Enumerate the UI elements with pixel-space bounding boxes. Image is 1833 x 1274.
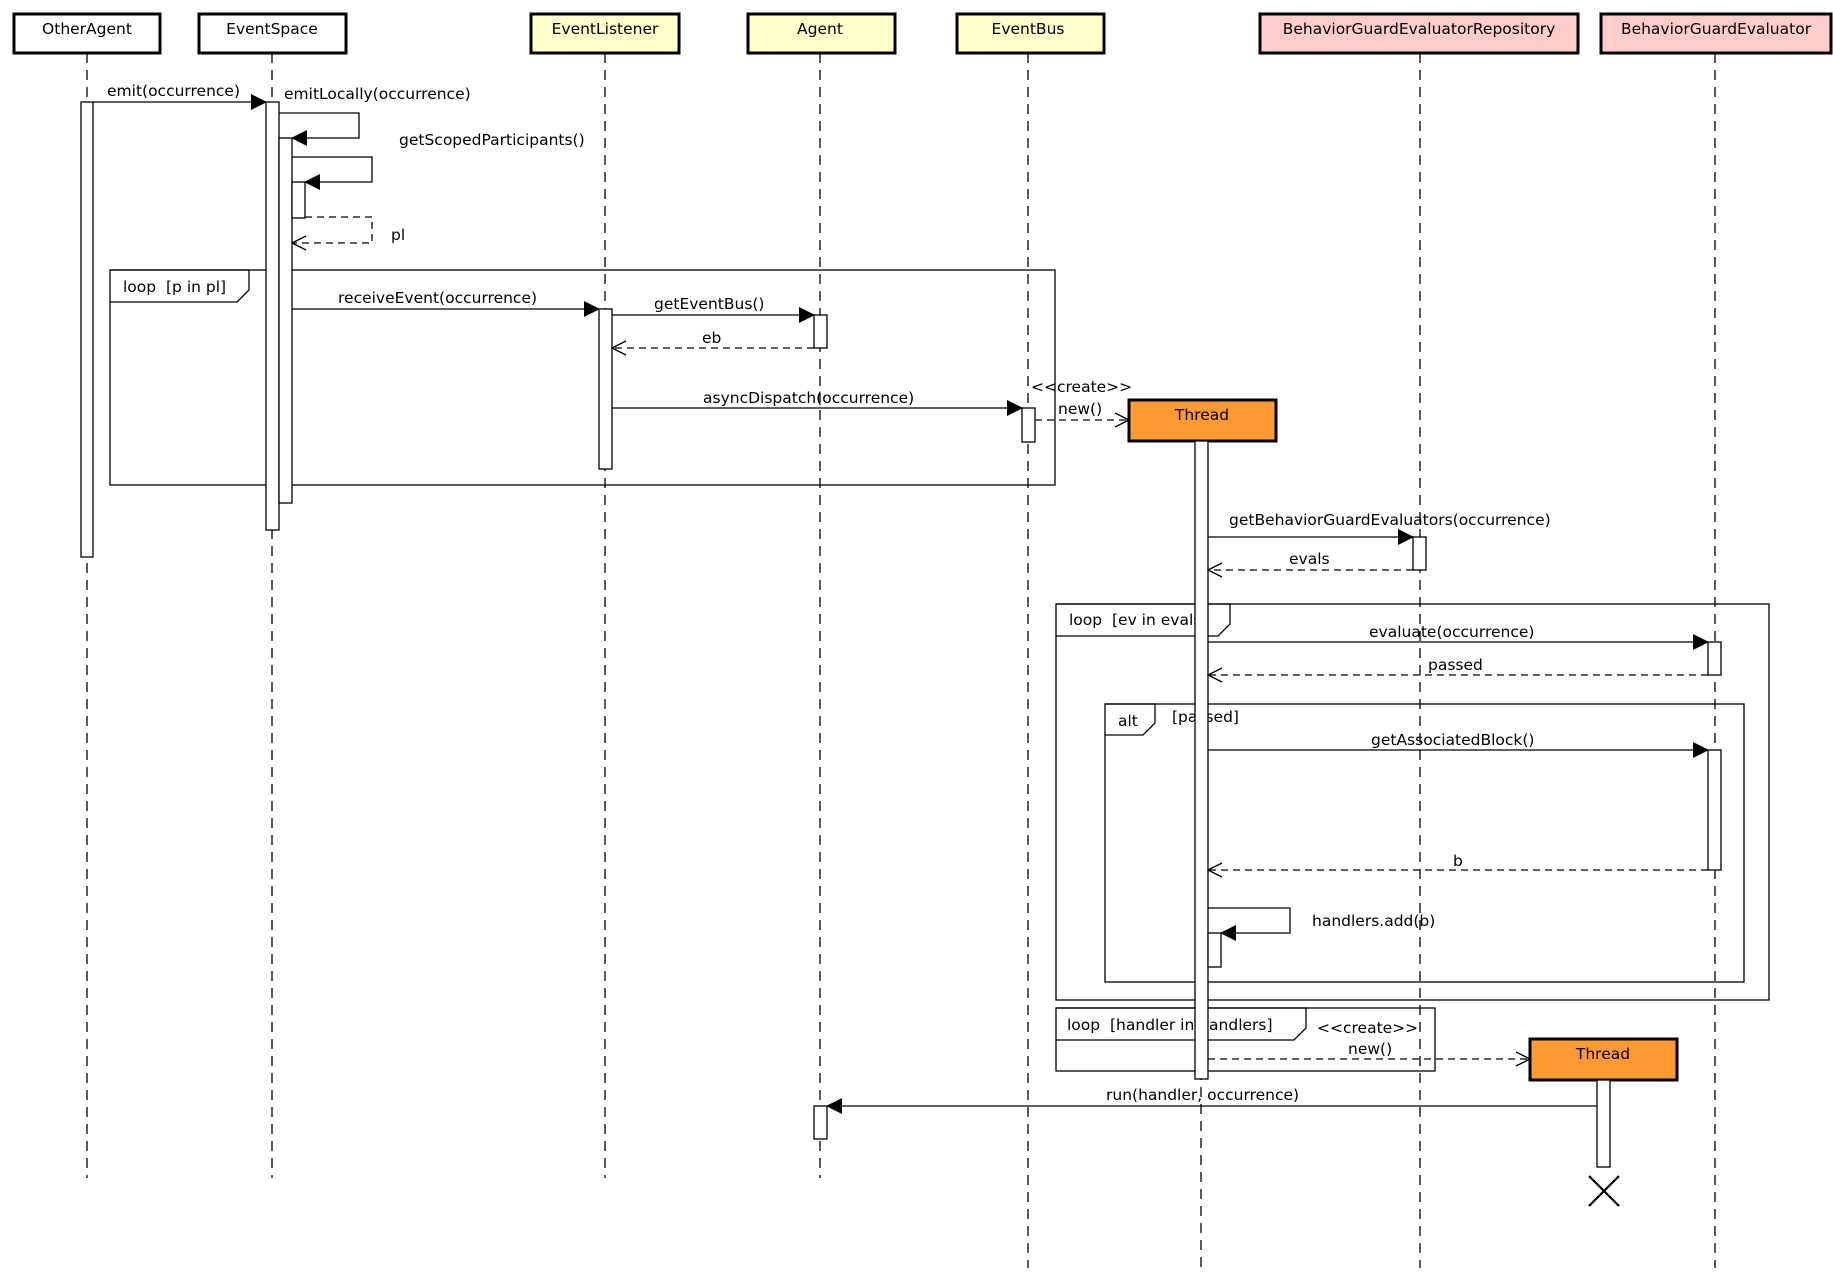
fragment-tab-loop-handler — [1056, 1007, 1307, 1041]
fragment-guard-loop-ev: [ev in evals] — [1112, 611, 1207, 629]
fragment-tab-loop-p-in-pl — [110, 269, 250, 303]
label-create-2: <<create>> — [1317, 1019, 1418, 1037]
label-evaluate: evaluate(occurrence) — [1369, 623, 1534, 641]
participant-box-agent — [746, 12, 897, 55]
participant-label-thread-1: Thread — [1174, 406, 1229, 424]
participant-box-event-listener — [529, 12, 681, 55]
participant-label-agent: Agent — [797, 20, 843, 38]
label-new-2: new() — [1348, 1040, 1392, 1058]
participant-label-event-listener: EventListener — [552, 20, 659, 38]
participant-box-repository — [1258, 12, 1580, 55]
activation-event-space-scoped — [291, 181, 306, 219]
label-pl: pl — [391, 226, 405, 244]
arrow-emit-locally — [279, 112, 360, 146]
arrow-get-scoped — [292, 156, 373, 190]
activation-thread-2 — [1596, 1079, 1611, 1168]
label-async-dispatch: asyncDispatch(occurrence) — [703, 389, 914, 407]
label-create-1: <<create>> — [1031, 378, 1132, 396]
fragment-tab-loop-ev-in-evals — [1056, 603, 1231, 637]
label-run: run(handler, occurrence) — [1106, 1086, 1299, 1104]
label-get-evaluators: getBehaviorGuardEvaluators(occurrence) — [1229, 511, 1551, 529]
label-get-associated-block: getAssociatedBlock() — [1371, 731, 1534, 749]
participant-box-event-space — [197, 12, 348, 55]
fragment-tab-alt-passed — [1105, 703, 1156, 736]
participant-box-evaluator — [1599, 12, 1833, 55]
participant-label-evaluator: BehaviorGuardEvaluator — [1621, 20, 1812, 38]
arrow-return-pl — [292, 216, 373, 243]
activation-event-listener — [598, 308, 613, 470]
fragment-operator-alt: alt — [1118, 712, 1138, 730]
participant-box-thread-1 — [1127, 398, 1278, 443]
activation-agent-run — [813, 1105, 828, 1140]
activation-thread-1-handlers-add — [1207, 932, 1222, 968]
fragment-operator-loop-ev: loop — [1069, 611, 1102, 629]
label-receive-event: receiveEvent(occurrence) — [338, 289, 537, 307]
arrow-handlers-add — [1208, 907, 1291, 941]
participant-box-event-bus — [955, 12, 1106, 55]
label-evals: evals — [1289, 550, 1330, 568]
activation-other-agent — [80, 101, 94, 558]
activation-event-space-emit-locally — [278, 137, 293, 504]
label-eb: eb — [702, 329, 721, 347]
label-new-1: new() — [1058, 400, 1102, 418]
label-emit-locally: emitLocally(occurrence) — [284, 85, 471, 103]
participant-label-other-agent: OtherAgent — [42, 20, 132, 38]
label-passed: passed — [1428, 656, 1483, 674]
participant-label-event-space: EventSpace — [226, 20, 318, 38]
fragment-guard-loop-p: [p in pl] — [166, 278, 226, 296]
label-emit: emit(occurrence) — [107, 82, 240, 100]
participant-label-repository: BehaviorGuardEvaluatorRepository — [1283, 20, 1556, 38]
activation-evaluator-block — [1707, 749, 1722, 871]
activation-event-bus — [1021, 407, 1036, 443]
fragment-loop-ev-in-evals — [1055, 603, 1770, 1001]
activation-event-space-emit — [265, 101, 280, 531]
fragment-operator-loop-handler: loop — [1067, 1016, 1100, 1034]
fragment-loop-p-in-pl — [109, 269, 1056, 486]
participant-box-other-agent — [12, 12, 162, 55]
participant-label-event-bus: EventBus — [992, 20, 1065, 38]
fragment-operator-loop-p: loop — [123, 278, 156, 296]
label-handlers-add: handlers.add(b) — [1312, 912, 1435, 930]
destroy-marker-thread-2 — [1588, 1175, 1620, 1207]
label-get-scoped: getScopedParticipants() — [399, 131, 585, 149]
activation-repository — [1412, 536, 1427, 571]
participant-label-thread-2: Thread — [1575, 1045, 1630, 1063]
label-b: b — [1453, 852, 1463, 870]
fragment-alt-passed — [1104, 703, 1745, 983]
activation-agent-get-bus — [813, 314, 828, 349]
label-get-event-bus: getEventBus() — [654, 295, 764, 313]
activation-evaluator-evaluate — [1707, 641, 1722, 676]
fragment-guard-loop-handler: [handler in handlers] — [1110, 1016, 1273, 1034]
activation-thread-1 — [1194, 440, 1209, 1080]
